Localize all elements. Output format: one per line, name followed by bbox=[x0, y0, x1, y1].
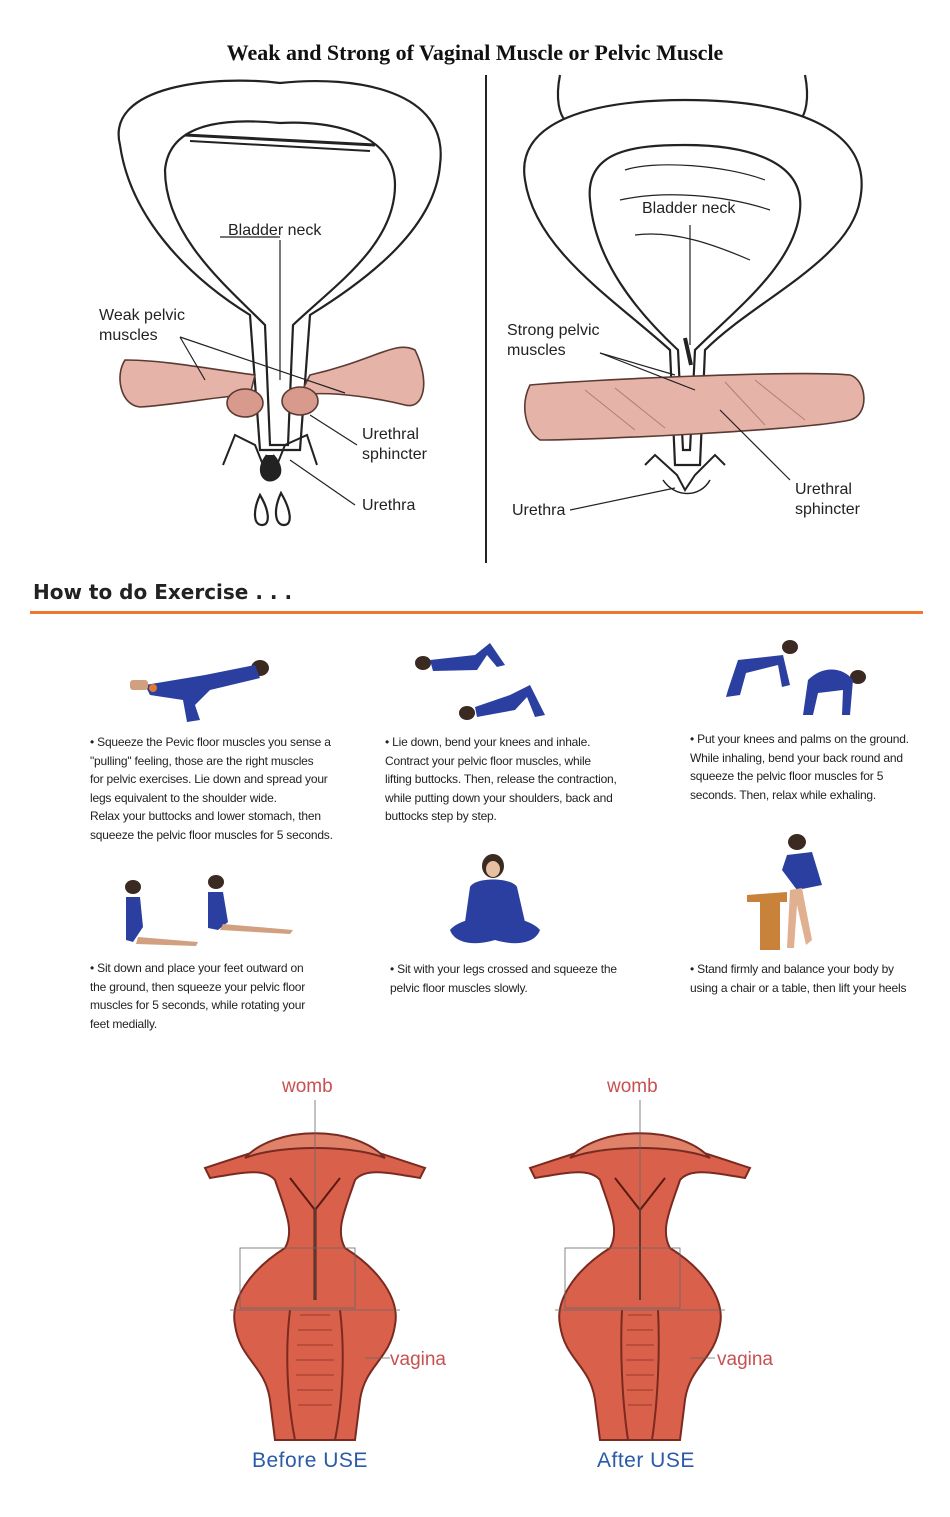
left-bladder-neck-label: Bladder neck bbox=[228, 222, 322, 239]
weak-pelvic-diagram bbox=[117, 79, 442, 527]
exercise-5-text: • Sit with your legs crossed and squeeze… bbox=[390, 962, 617, 995]
womb-label-after: womb bbox=[607, 1076, 658, 1097]
diagram-divider bbox=[485, 75, 487, 563]
womb-label-before: womb bbox=[282, 1076, 333, 1097]
left-urethra-label: Urethra bbox=[362, 497, 416, 514]
caption-after: After USE bbox=[597, 1449, 695, 1472]
left-weak-muscles-label: Weak pelvic muscles bbox=[99, 307, 185, 344]
exercise-1-text: • Squeeze the Pevic floor muscles you se… bbox=[90, 735, 333, 842]
anatomy-before-figure bbox=[203, 1100, 427, 1441]
vagina-label-before: vagina bbox=[390, 1349, 446, 1370]
exercise-4-text: • Sit down and place your feet outward o… bbox=[90, 961, 306, 1031]
right-bladder-neck-label: Bladder neck bbox=[642, 200, 736, 217]
strong-pelvic-diagram bbox=[523, 74, 865, 511]
vagina-label-after: vagina bbox=[717, 1349, 773, 1370]
exercise-3-figure bbox=[726, 640, 866, 715]
exercise-6-text: • Stand firmly and balance your body by … bbox=[690, 962, 907, 995]
exercise-5-figure bbox=[450, 854, 540, 944]
exercise-3-text: • Put your knees and palms on the ground… bbox=[690, 732, 909, 802]
page-title: Weak and Strong of Vaginal Muscle or Pel… bbox=[226, 40, 724, 65]
left-sphincter-label: Urethral sphincter bbox=[362, 426, 427, 463]
section-divider bbox=[30, 611, 923, 614]
section-heading: How to do Exercise . . . bbox=[33, 580, 293, 604]
exercise-2-text: • Lie down, bend your knees and inhale. … bbox=[385, 735, 617, 823]
anatomy-after-figure bbox=[528, 1100, 752, 1441]
exercise-1-figure bbox=[130, 660, 269, 722]
right-urethra-label: Urethra bbox=[512, 502, 566, 519]
exercise-2-figure bbox=[415, 643, 545, 720]
exercise-4-figure bbox=[125, 875, 293, 946]
exercise-6-figure bbox=[747, 834, 822, 950]
right-sphincter-label: Urethral sphincter bbox=[795, 481, 860, 518]
caption-before: Before USE bbox=[252, 1449, 368, 1472]
right-strong-muscles-label: Strong pelvic muscles bbox=[507, 322, 600, 359]
